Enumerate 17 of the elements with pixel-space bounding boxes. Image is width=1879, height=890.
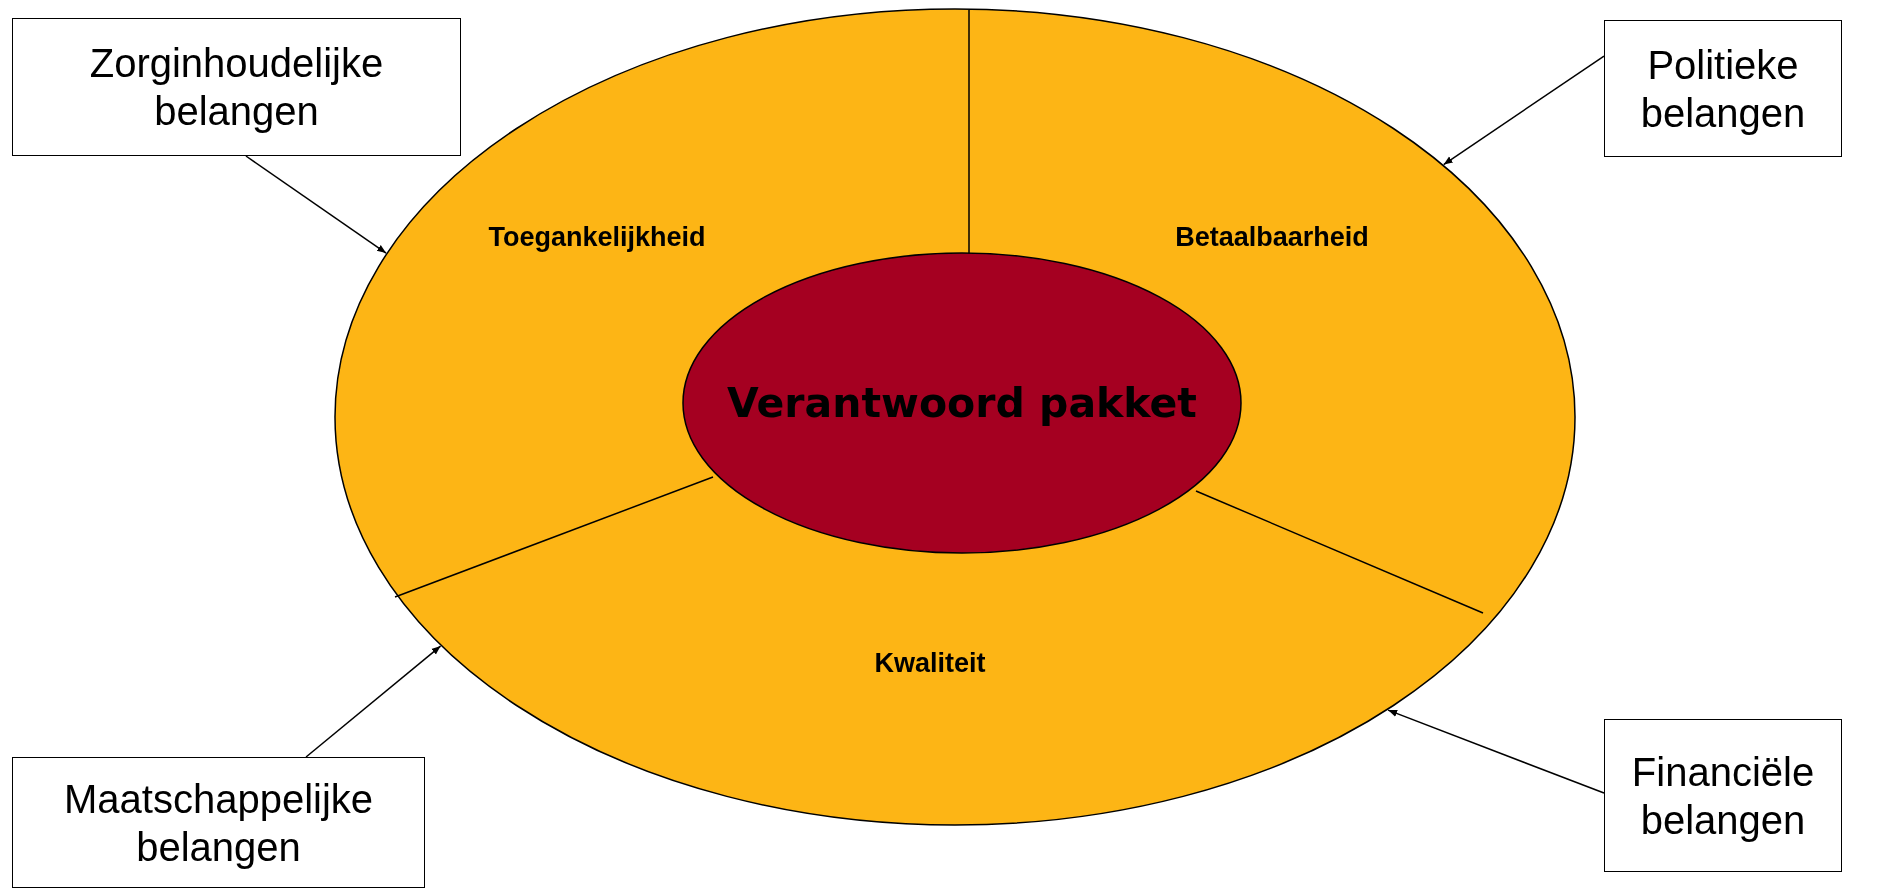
sector-label: Betaalbaarheid — [1175, 221, 1369, 253]
box-label: Zorginhoudelijke belangen — [88, 40, 385, 135]
arrow — [245, 155, 387, 254]
center-ellipse — [682, 252, 1242, 554]
sector-label: Toegankelijkheid — [488, 221, 706, 253]
text-box — [1604, 719, 1842, 872]
sector-label: Kwaliteit — [874, 647, 986, 679]
box-label: Maatschappelijke belangen — [62, 775, 375, 871]
box-label: Politieke belangen — [1639, 41, 1807, 137]
text-box — [12, 18, 461, 156]
box-label: Financiële belangen — [1630, 748, 1816, 844]
arrow — [1442, 55, 1605, 166]
text-box — [12, 757, 425, 888]
arrow — [1387, 709, 1605, 794]
center-label: Verantwoord pakket — [727, 379, 1197, 427]
arrow — [305, 645, 442, 758]
text-box — [1604, 20, 1842, 157]
